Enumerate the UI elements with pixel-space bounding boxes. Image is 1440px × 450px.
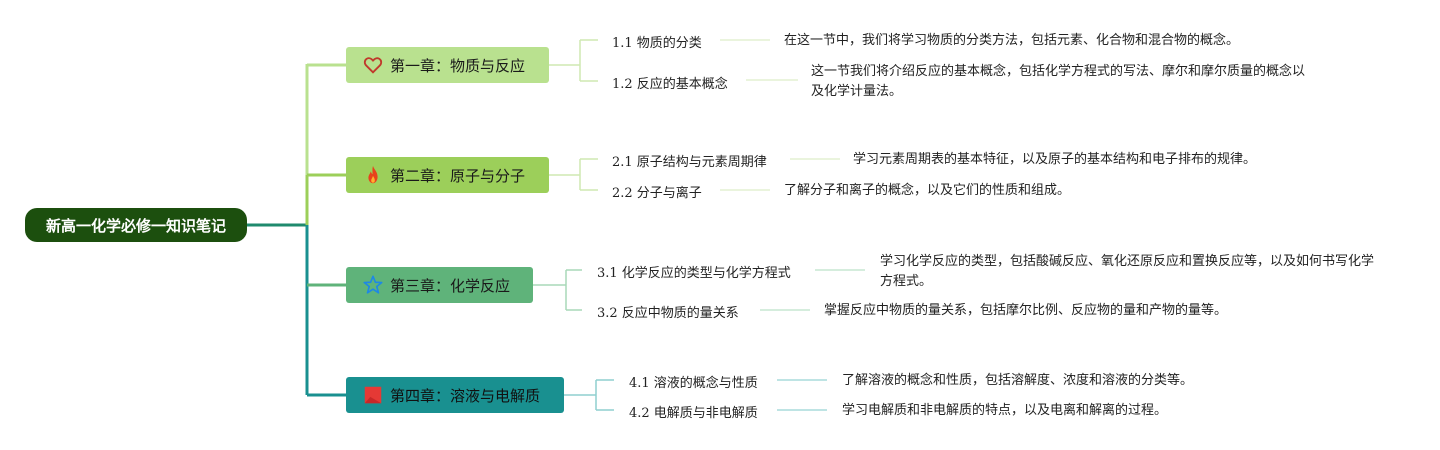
- section-4-1-title[interactable]: 4.1 溶液的概念与性质: [629, 376, 758, 391]
- fire-icon: [362, 164, 384, 186]
- section-4-2-title[interactable]: 4.2 电解质与非电解质: [629, 406, 758, 421]
- chapter-1-title: 第一章：物质与反应: [390, 56, 526, 75]
- root-topic-label: 新高一化学必修一知识笔记: [45, 216, 226, 235]
- section-3-2-title[interactable]: 3.2 反应中物质的量关系: [597, 306, 739, 321]
- section-3-1-title[interactable]: 3.1 化学反应的类型与化学方程式: [597, 266, 791, 281]
- section-4-2-desc: 学习电解质和非电解质的特点，以及电离和解离的过程。: [842, 403, 1168, 418]
- chapter-4-title: 第四章：溶液与电解质: [390, 386, 541, 405]
- chapter-3-title: 第三章：化学反应: [390, 276, 511, 295]
- section-1-2-title[interactable]: 1.2 反应的基本概念: [612, 77, 728, 92]
- heart-icon: [362, 54, 384, 76]
- flag-icon: [362, 384, 384, 406]
- section-2-2-title[interactable]: 2.2 分子与离子: [612, 186, 702, 201]
- section-4-1-desc: 了解溶液的概念和性质，包括溶解度、浓度和溶液的分类等。: [842, 373, 1194, 388]
- chapter-4-topic[interactable]: 第四章：溶液与电解质: [346, 377, 564, 413]
- section-3-1-desc: 学习化学反应的类型，包括酸碱反应、氧化还原反应和置换反应等，以及如何书写化学方程…: [880, 254, 1375, 289]
- chapter-2-title: 第二章：原子与分子: [390, 166, 526, 185]
- chapter-2-topic[interactable]: 第二章：原子与分子: [346, 157, 549, 193]
- section-2-1-desc: 学习元素周期表的基本特征，以及原子的基本结构和电子排布的规律。: [853, 152, 1257, 167]
- chapter-1-topic[interactable]: 第一章：物质与反应: [346, 47, 549, 83]
- section-3-2-desc: 掌握反应中物质的量关系，包括摩尔比例、反应物的量和产物的量等。: [824, 303, 1228, 318]
- section-2-2-desc: 了解分子和离子的概念，以及它们的性质和组成。: [784, 183, 1071, 198]
- section-2-1-title[interactable]: 2.1 原子结构与元素周期律: [612, 155, 767, 170]
- chapter-3-topic[interactable]: 第三章：化学反应: [346, 267, 533, 303]
- section-1-1-desc: 在这一节中，我们将学习物质的分类方法，包括元素、化合物和混合物的概念。: [784, 33, 1240, 48]
- section-1-1-title[interactable]: 1.1 物质的分类: [612, 36, 702, 51]
- section-1-2-desc: 这一节我们将介绍反应的基本概念，包括化学方程式的写法、摩尔和摩尔质量的概念以及化…: [811, 64, 1306, 99]
- root-topic[interactable]: 新高一化学必修一知识笔记: [25, 208, 247, 242]
- star-icon: [362, 274, 384, 296]
